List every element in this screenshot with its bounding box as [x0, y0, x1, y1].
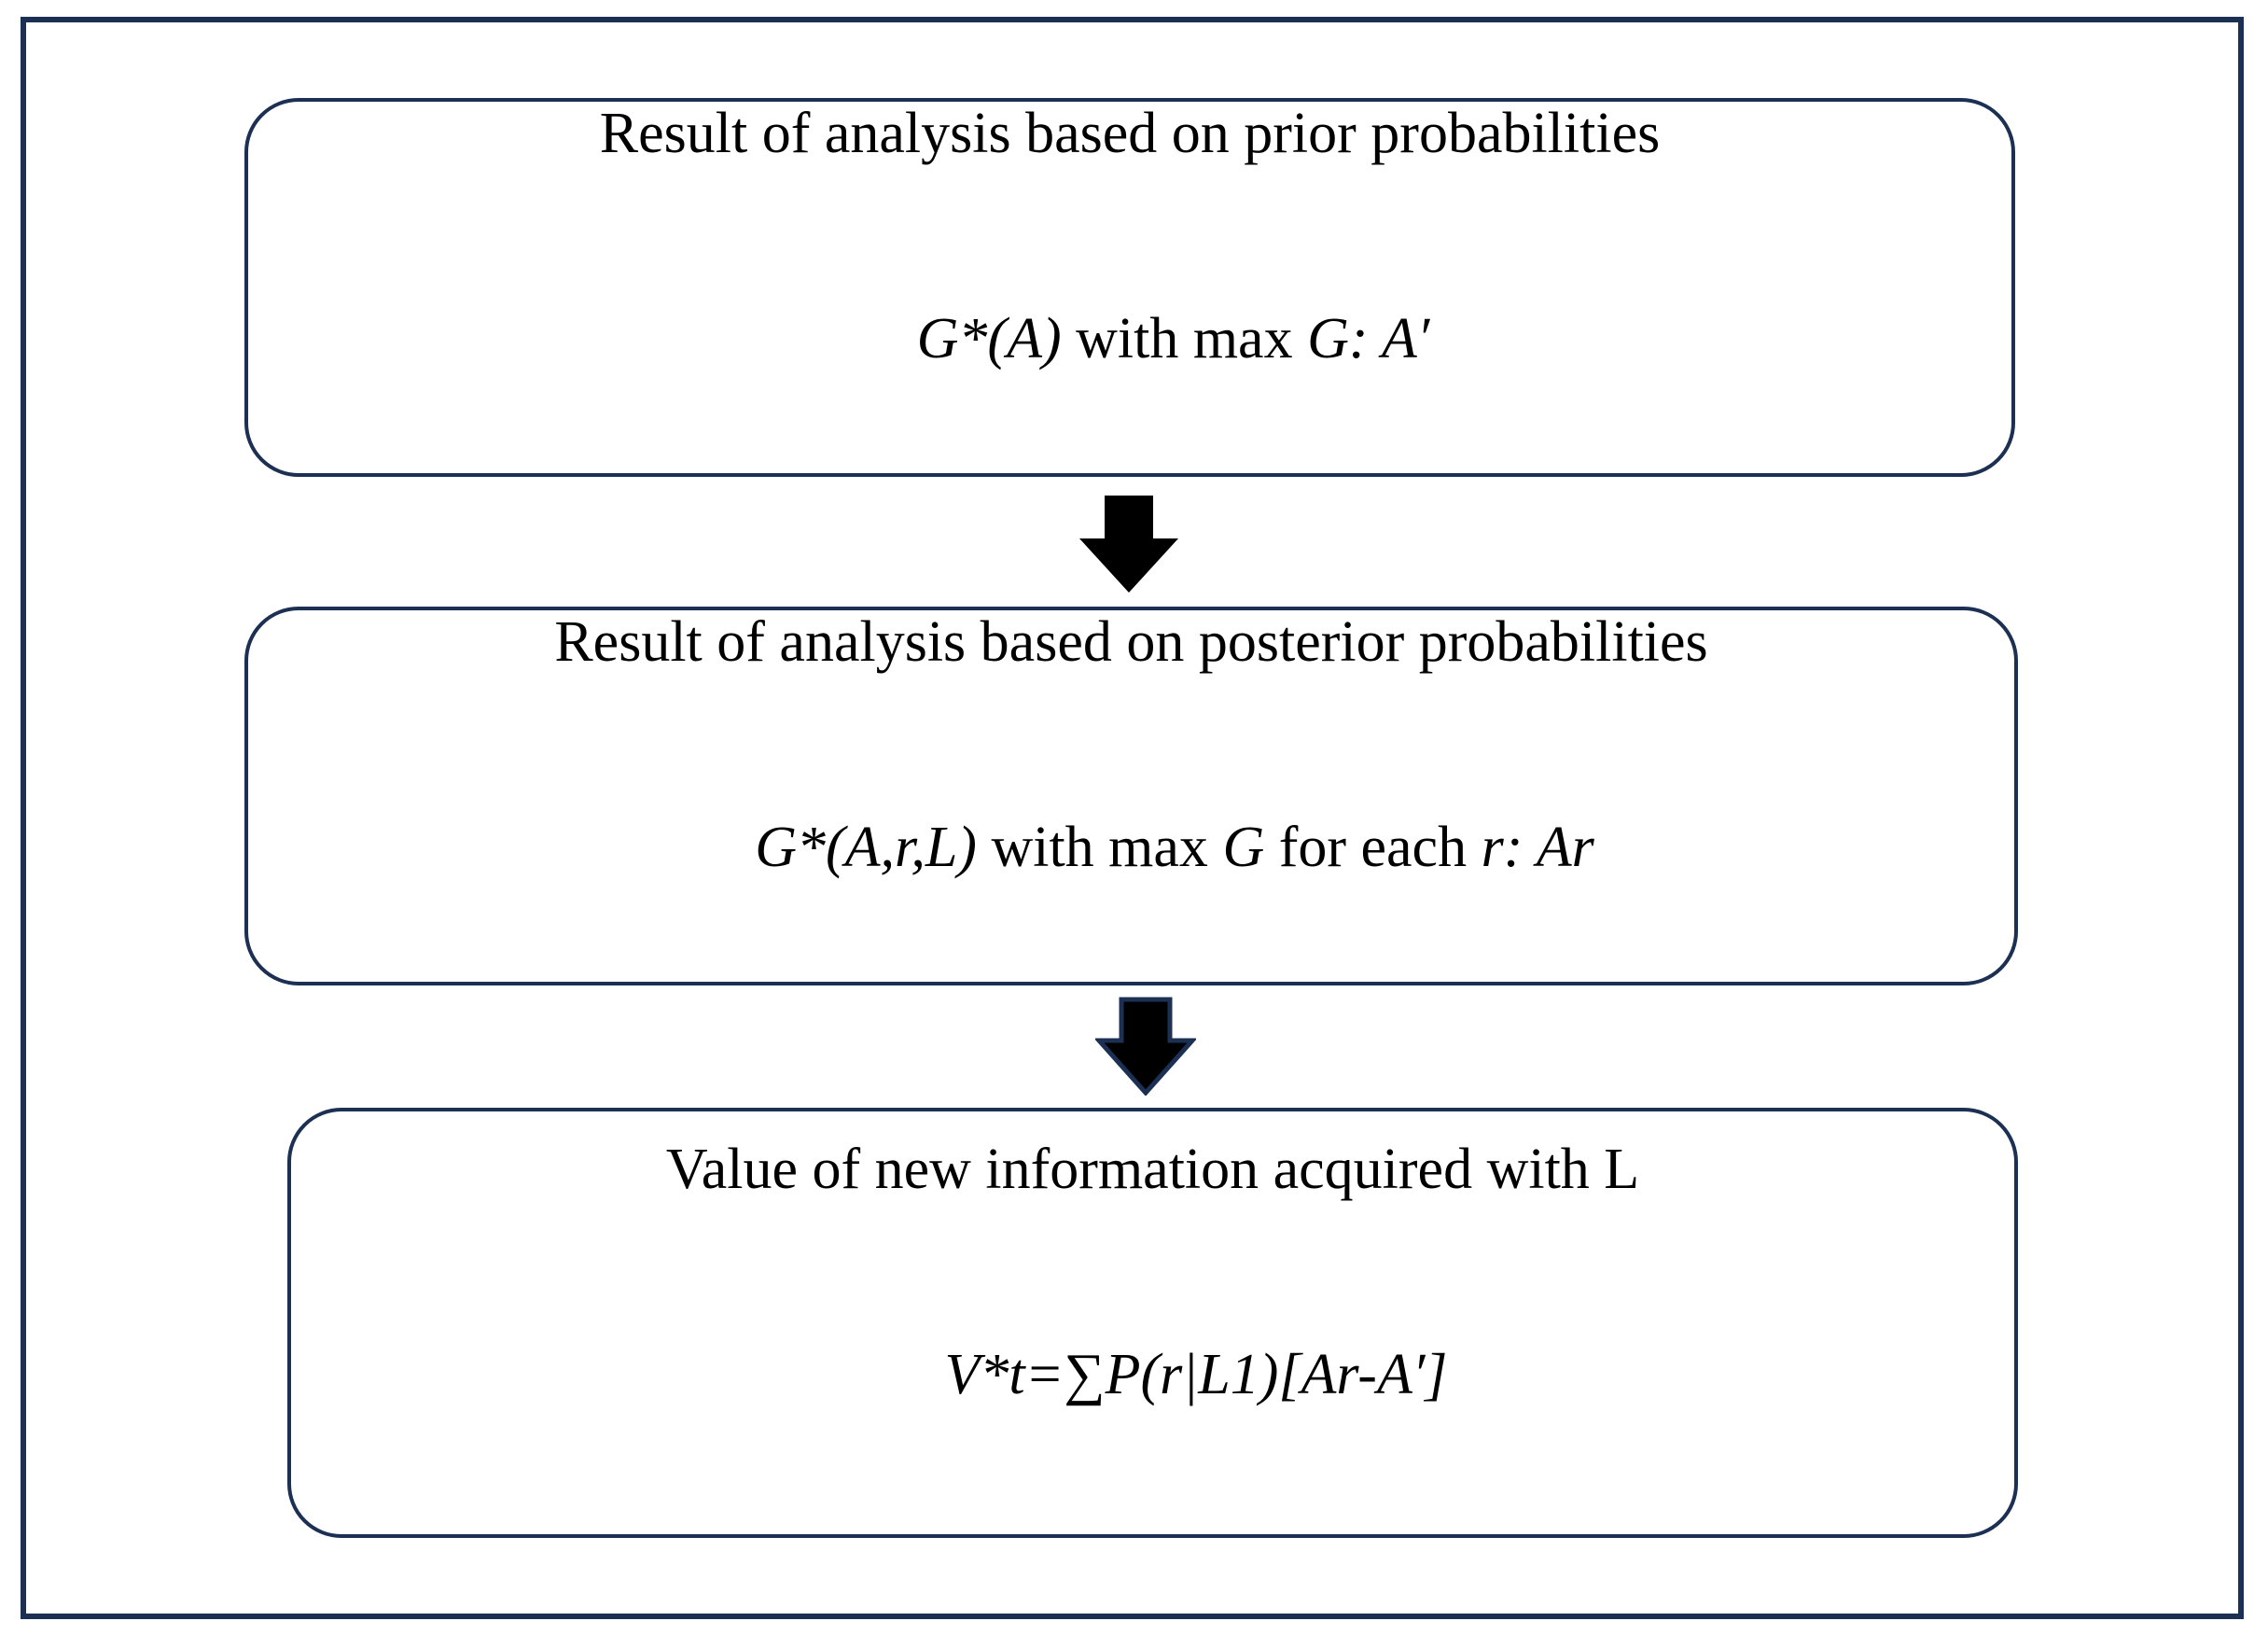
- box-posterior-title: Result of analysis based on posterior pr…: [554, 610, 1708, 674]
- formula-segment: r: Ar: [1481, 816, 1594, 879]
- flow-box-prior-result: Result of analysis based on prior probab…: [244, 98, 2015, 477]
- box-value-title: Value of new information acquired with L: [665, 1137, 1640, 1201]
- flow-box-information-value: Value of new information acquired with L…: [287, 1108, 2018, 1538]
- formula-segment: G*(A,r,L): [755, 816, 977, 879]
- formula-segment: V*t=∑P(r|L1)[Ar-A′]: [944, 1342, 1448, 1406]
- formula-segment: with max: [976, 816, 1223, 879]
- box-value-formula: V*t=∑P(r|L1)[Ar-A′]: [857, 1221, 1447, 1529]
- down-arrow-icon: [1095, 997, 1196, 1096]
- box-posterior-formula: G*(A,r,L) with max G for each r: Ar: [668, 693, 1593, 1001]
- formula-segment: G*(A): [916, 307, 1062, 370]
- formula-segment: for each: [1264, 816, 1482, 879]
- down-arrow-icon: [1078, 495, 1179, 594]
- formula-segment: G: A′: [1307, 307, 1430, 370]
- box-prior-title: Result of analysis based on prior probab…: [599, 102, 1661, 165]
- box-prior-formula: G*(A) with max G: A′: [830, 185, 1430, 493]
- formula-segment: G: [1222, 816, 1265, 879]
- formula-segment: with max: [1061, 307, 1308, 370]
- flow-box-posterior-result: Result of analysis based on posterior pr…: [244, 607, 2018, 985]
